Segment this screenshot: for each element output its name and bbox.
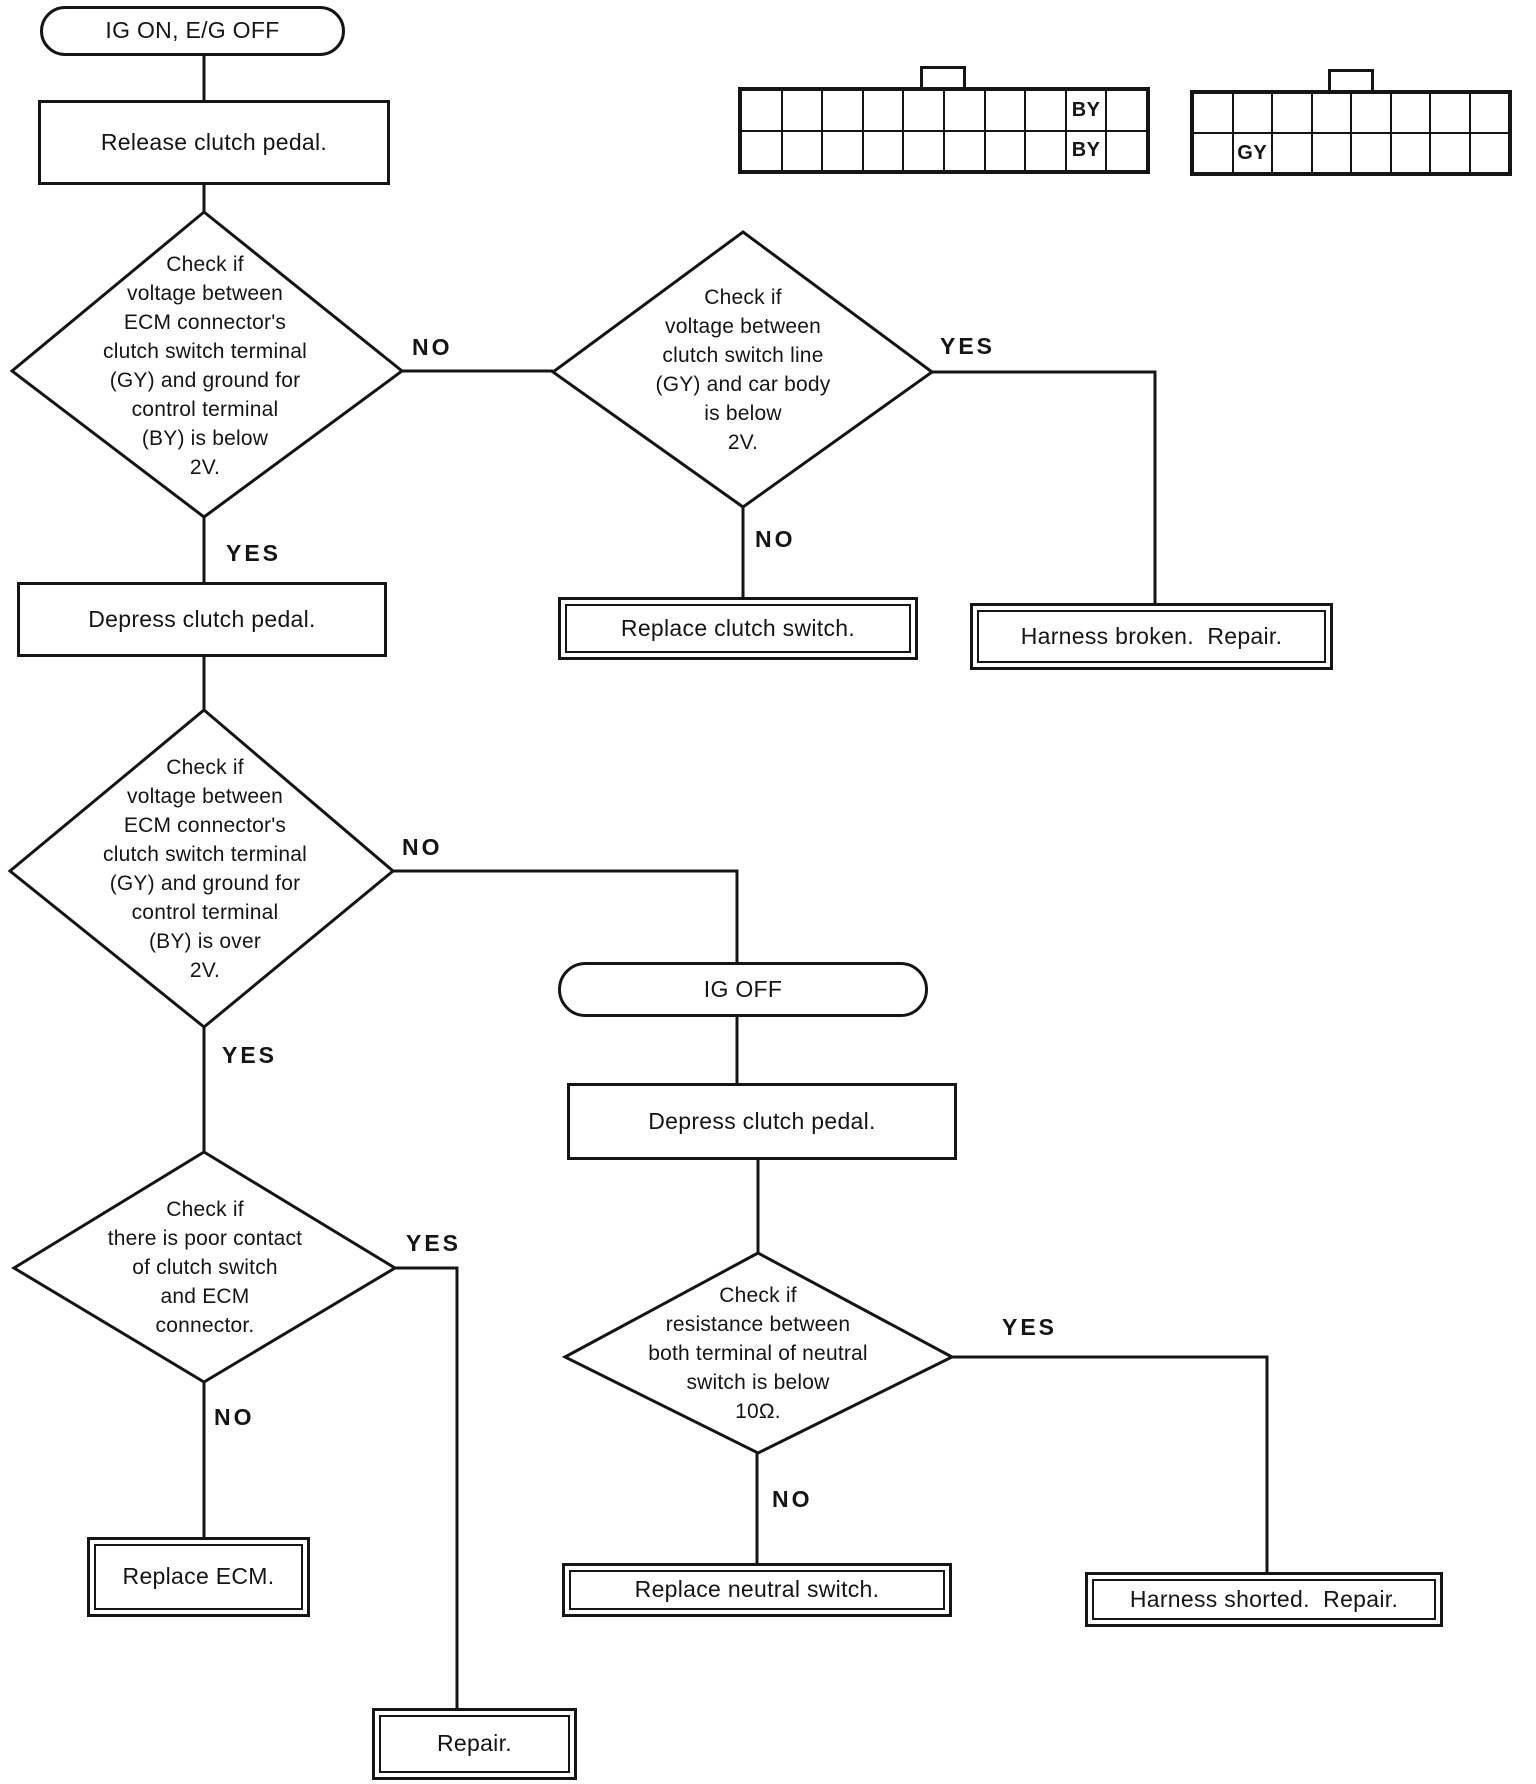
decision-diamond-shape-d2 [550,230,935,509]
connector-pin-cell [862,90,904,131]
connector-pin-cell [903,90,944,131]
connector-pin-cell [1272,133,1312,173]
connector-pin-cell [1469,93,1509,133]
connector-pin-cell [1311,133,1351,173]
connector-pin-cell [1351,93,1391,133]
flow-connector-lines [202,56,1269,1711]
connector-pin-cell [822,130,863,171]
edge-label-d4-no: NO [214,1404,255,1430]
connector-pin-cell [984,90,1026,131]
connector-keying-tab [920,66,966,90]
edge-label-d1-no: NO [412,334,453,360]
connector-pin-cell [862,130,904,171]
connector-pin-cell [1272,93,1312,133]
edge-label-d2-yes: YES [940,333,996,359]
connector-pin-cell-labeled: BY [1065,130,1107,171]
decision-diamond-shape-d5 [561,1251,956,1455]
connector-pin-cell [1430,93,1470,133]
result-replace-neutral-switch: Replace neutral switch. [562,1563,952,1617]
connector-pin-cell [741,130,782,171]
connector-pin-cell [1469,133,1509,173]
decision-diamond-shape-d1 [9,210,405,519]
process-depress-clutch-pedal-2: Depress clutch pedal. [567,1083,957,1160]
connector-pin-cell [1193,93,1233,133]
process-depress-clutch-pedal-1: Depress clutch pedal. [17,582,387,657]
edge-label-d3-no: NO [402,834,443,860]
connector-diagram-right: GY [1190,90,1512,176]
decision-ecm-voltage-below-2v: Check if voltage between ECM connector's… [103,253,307,479]
edge-d3-no-to-ig-off [393,869,739,965]
edge-label-d2-no: NO [755,526,796,552]
edge-label-d1-yes: YES [226,540,282,566]
edge-label-d5-yes: YES [1002,1314,1058,1340]
result-replace-ecm: Replace ECM. [87,1537,310,1617]
decision-neutral-switch-resistance: Check if resistance between both termina… [648,1284,868,1423]
decision-clutch-switch-line-voltage: Check if voltage between clutch switch l… [655,286,831,454]
connector-pin-cell [781,90,823,131]
decision-ecm-voltage-over-2v: Check if voltage between ECM connector's… [103,756,307,982]
edge-d4-yes-to-repair [395,1266,459,1711]
connector-pin-cell-labeled: BY [1065,90,1107,131]
decision-diamond-shape-d3 [7,708,396,1029]
connector-pin-cell [984,130,1026,171]
connector-pin-cell [1390,93,1430,133]
result-harness-shorted: Harness shorted. Repair. [1085,1572,1443,1627]
edge-label-d5-no: NO [772,1486,813,1512]
terminal-start: IG ON, E/G OFF [40,6,345,56]
edge-d5-yes-to-harness-shorted [952,1355,1269,1575]
decision-diamonds [7,210,956,1455]
decision-diamond-shape-d4 [11,1150,398,1384]
edge-label-d3-yes: YES [222,1042,278,1068]
connector-pin-cell [1193,133,1233,173]
connector-pin-cell [1106,130,1147,171]
edge-d2-yes-to-harness-broken [932,370,1157,606]
connector-pin-cell [943,90,985,131]
connector-pin-cell-labeled: GY [1232,133,1272,173]
terminal-ig-off: IG OFF [558,962,928,1017]
connector-pin-cell [741,90,782,131]
edge-label-d4-yes: YES [406,1230,462,1256]
connector-pin-cell [1025,130,1066,171]
result-repair: Repair. [372,1708,577,1780]
connector-pin-cell [1430,133,1470,173]
connector-pin-cell [943,130,985,171]
connector-pin-cell [903,130,944,171]
result-replace-clutch-switch: Replace clutch switch. [558,597,918,660]
result-harness-broken: Harness broken. Repair. [970,603,1333,670]
decision-poor-contact: Check if there is poor contact of clutch… [107,1198,303,1337]
connector-pin-cell [781,130,823,171]
connector-pin-cell [1232,93,1272,133]
connector-pin-cell [1351,133,1391,173]
connector-pin-cell [1311,93,1351,133]
connector-pin-cell [1390,133,1430,173]
process-release-clutch-pedal: Release clutch pedal. [38,100,390,185]
connector-keying-tab [1328,69,1374,93]
connector-pin-cell [1106,90,1147,131]
connector-pin-cell [1025,90,1066,131]
connector-pin-cell [822,90,863,131]
